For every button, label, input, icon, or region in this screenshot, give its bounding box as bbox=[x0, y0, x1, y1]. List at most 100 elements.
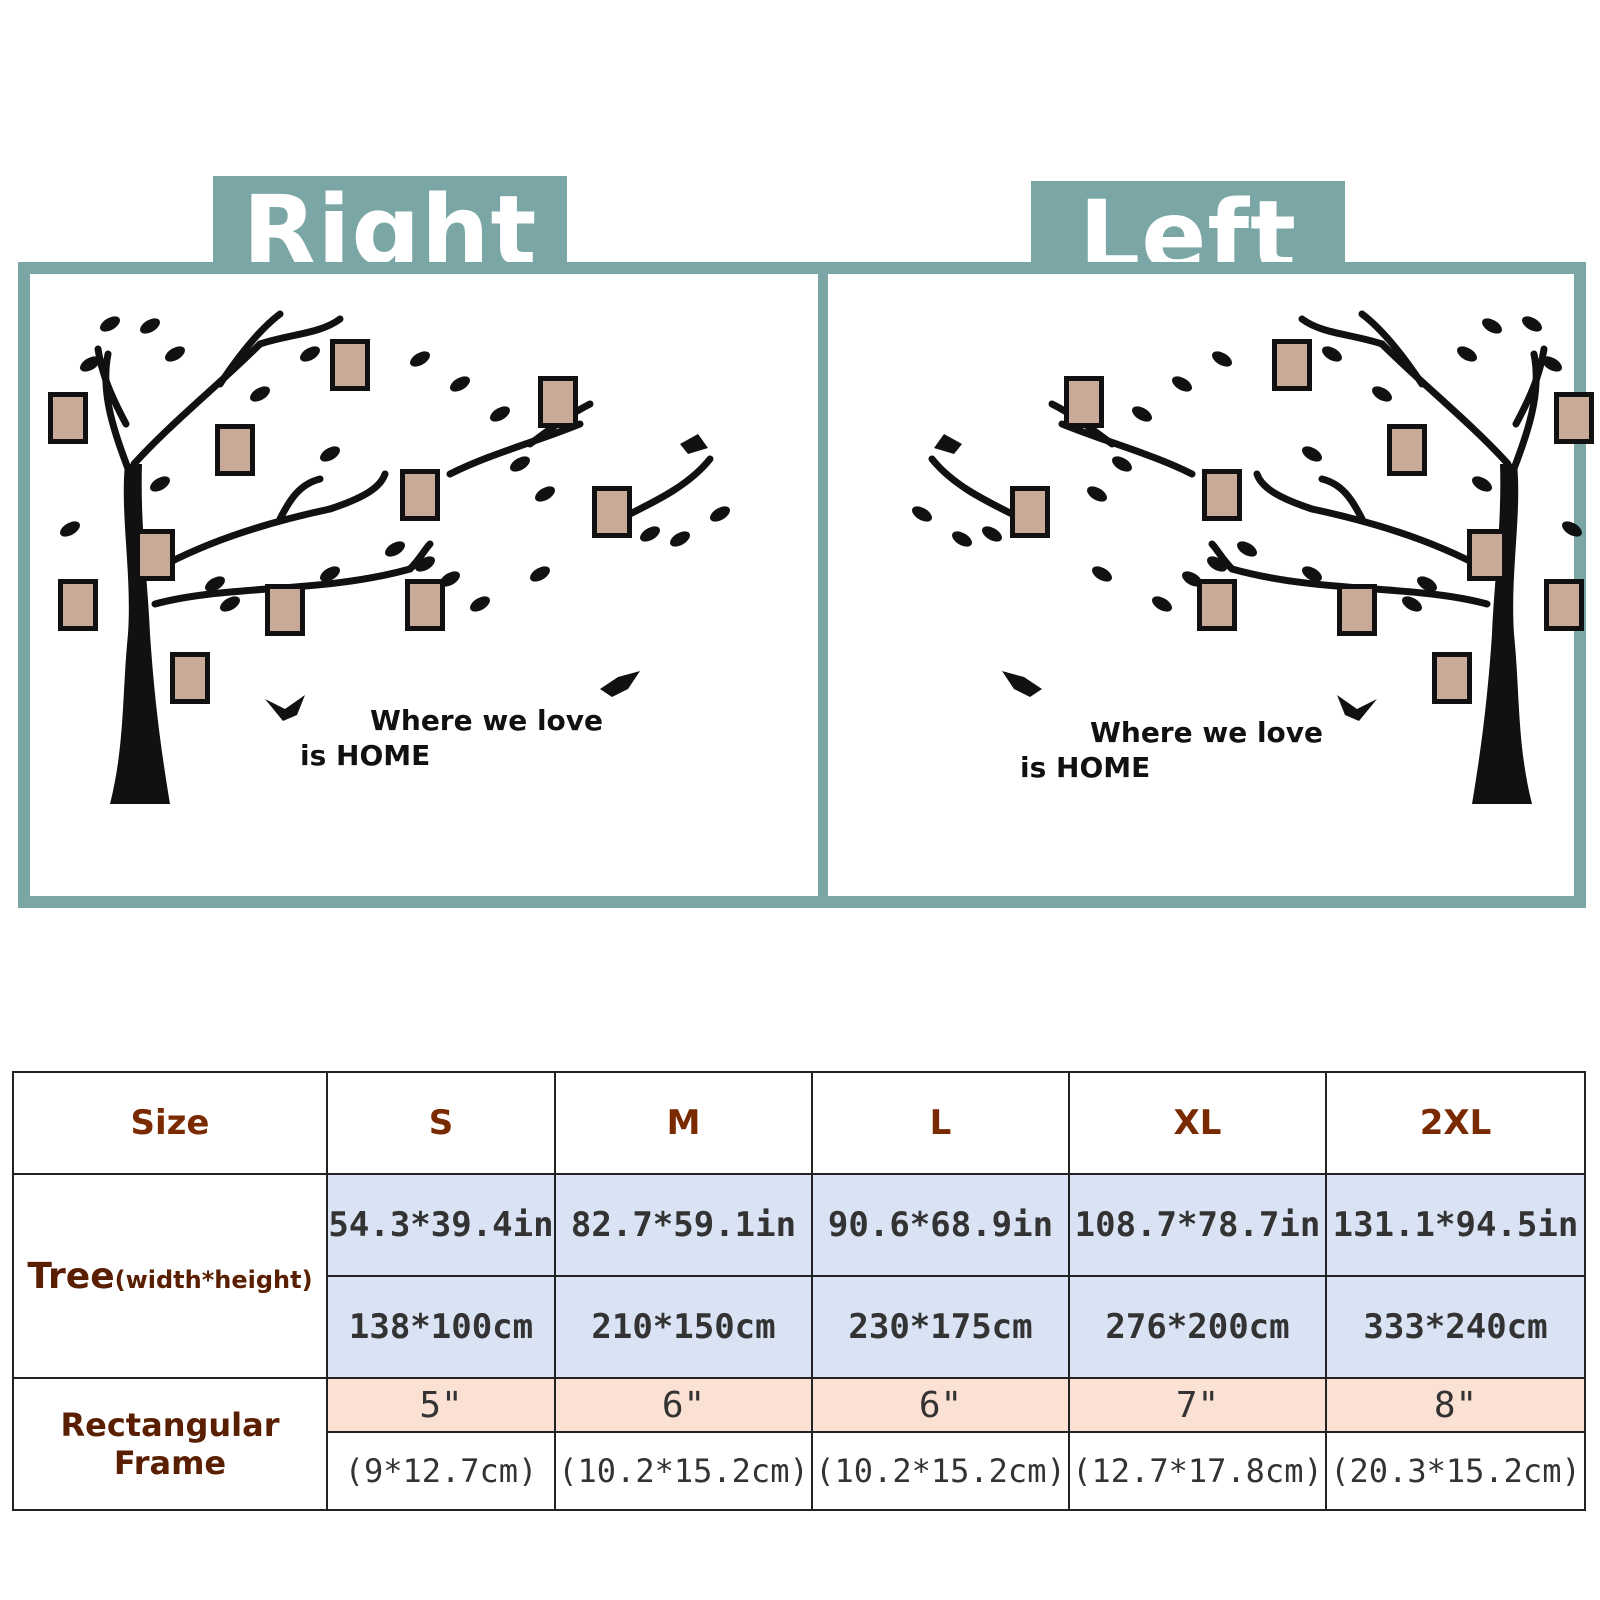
leaf bbox=[1092, 566, 1112, 582]
photo-picture bbox=[53, 397, 83, 439]
tree-label: Tree bbox=[27, 1255, 115, 1297]
leaf bbox=[60, 521, 80, 537]
photo-picture bbox=[1549, 584, 1579, 626]
tree-in-xl: 108.7*78.7in bbox=[1068, 1173, 1327, 1277]
photo-picture bbox=[543, 381, 573, 423]
leaf bbox=[1457, 346, 1477, 362]
photo-picture bbox=[1207, 474, 1237, 516]
frame-in-row: Rectangular Frame 5" 6" 6" 7" 8" bbox=[12, 1377, 1586, 1511]
bird-icon bbox=[680, 434, 708, 454]
size-m: M bbox=[554, 1071, 813, 1175]
leaf bbox=[1562, 521, 1582, 537]
photo-picture bbox=[1472, 534, 1502, 576]
tree-in-m: 82.7*59.1in bbox=[554, 1173, 813, 1277]
tree-cm-2xl: 333*240cm bbox=[1325, 1275, 1586, 1379]
leaf bbox=[670, 531, 690, 547]
frame-cm-row: (9*12.7cm) (10.2*15.2cm) (10.2*15.2cm) (… bbox=[13, 1431, 1586, 1511]
leaf bbox=[982, 526, 1002, 542]
leaf bbox=[100, 316, 120, 332]
size-label: Size bbox=[12, 1071, 328, 1175]
tab-right: Right bbox=[213, 176, 567, 268]
right-tree-illustration bbox=[48, 310, 730, 804]
leaf bbox=[1112, 456, 1132, 472]
photo-picture bbox=[1559, 397, 1589, 439]
leaf bbox=[140, 318, 160, 334]
bird-icon bbox=[1337, 695, 1377, 721]
leaf bbox=[220, 596, 240, 612]
slogan-line2: is HOME bbox=[300, 739, 431, 772]
photo-picture bbox=[597, 491, 627, 533]
leaf bbox=[1302, 446, 1322, 462]
leaf bbox=[470, 596, 490, 612]
leaf bbox=[300, 346, 320, 362]
leaf bbox=[320, 446, 340, 462]
leaf bbox=[1372, 386, 1392, 402]
tree-cm-row: 138*100cm 210*150cm 230*175cm 276*200cm … bbox=[13, 1275, 1586, 1379]
tree-branch bbox=[326, 470, 389, 513]
leaf bbox=[912, 506, 932, 522]
bird-icon bbox=[265, 695, 305, 721]
leaf bbox=[450, 376, 470, 392]
photo-picture bbox=[1437, 657, 1467, 699]
leaf bbox=[1182, 571, 1202, 587]
size-s: S bbox=[326, 1071, 556, 1175]
tab-left: Left bbox=[1031, 181, 1345, 267]
tree-branch bbox=[928, 455, 1016, 518]
photo-picture bbox=[270, 589, 300, 631]
tree-branch bbox=[1318, 475, 1366, 523]
leaf bbox=[535, 486, 555, 502]
leaf bbox=[1207, 556, 1227, 572]
leaf bbox=[415, 556, 435, 572]
tree-trunk bbox=[110, 464, 170, 804]
frame-in-2xl: 8" bbox=[1325, 1377, 1586, 1433]
leaf bbox=[1212, 351, 1232, 367]
leaf bbox=[205, 576, 225, 592]
frame-in-l: 6" bbox=[811, 1377, 1070, 1433]
tree-row-label: Tree(width*height) bbox=[12, 1173, 328, 1379]
tree-branch bbox=[1378, 340, 1512, 468]
leaf bbox=[1172, 376, 1192, 392]
frame-cm-s: (9*12.7cm) bbox=[326, 1431, 556, 1511]
tree-in-l: 90.6*68.9in bbox=[811, 1173, 1070, 1277]
frame-cm-m: (10.2*15.2cm) bbox=[554, 1431, 813, 1511]
leaf bbox=[440, 571, 460, 587]
slogan-line1: Where we love bbox=[370, 704, 604, 737]
leaf bbox=[1152, 596, 1172, 612]
size-xl: XL bbox=[1068, 1071, 1327, 1175]
tree-branch bbox=[144, 505, 334, 578]
left-tree-panel: Where we love is HOME bbox=[830, 274, 1600, 896]
tree-branch bbox=[1512, 345, 1548, 428]
photo-picture bbox=[1342, 589, 1372, 631]
tree-branch bbox=[102, 350, 134, 478]
bird-icon bbox=[934, 434, 962, 454]
tree-cm-s: 138*100cm bbox=[326, 1275, 556, 1379]
photo-picture bbox=[140, 534, 170, 576]
photo-picture bbox=[405, 474, 435, 516]
bird-icon bbox=[1002, 671, 1042, 697]
right-tree-panel: Where we love is HOME bbox=[30, 274, 812, 896]
leaf bbox=[165, 346, 185, 362]
photo-picture bbox=[1015, 491, 1045, 533]
leaf bbox=[1472, 476, 1492, 492]
tree-in-s: 54.3*39.4in bbox=[326, 1173, 556, 1277]
tree-branch bbox=[256, 315, 344, 348]
frame-in-m: 6" bbox=[554, 1377, 813, 1433]
leaf bbox=[410, 351, 430, 367]
tree-branch bbox=[1253, 470, 1316, 513]
photo-picture bbox=[1277, 344, 1307, 386]
leaf bbox=[1132, 406, 1152, 422]
tree-branch bbox=[446, 420, 584, 478]
leaf bbox=[710, 506, 730, 522]
photo-picture bbox=[1392, 429, 1422, 471]
tree-branch bbox=[1208, 540, 1236, 573]
tree-label-sub: (width*height) bbox=[114, 1265, 313, 1294]
leaf bbox=[530, 566, 550, 582]
leaf bbox=[1417, 576, 1437, 592]
leaf bbox=[1522, 316, 1542, 332]
frame-in-xl: 7" bbox=[1068, 1377, 1327, 1433]
tree-trunk bbox=[1472, 464, 1532, 804]
photo-picture bbox=[410, 584, 440, 626]
tree-cm-m: 210*150cm bbox=[554, 1275, 813, 1379]
tree-branch bbox=[216, 310, 284, 388]
photo-picture bbox=[1069, 381, 1099, 423]
